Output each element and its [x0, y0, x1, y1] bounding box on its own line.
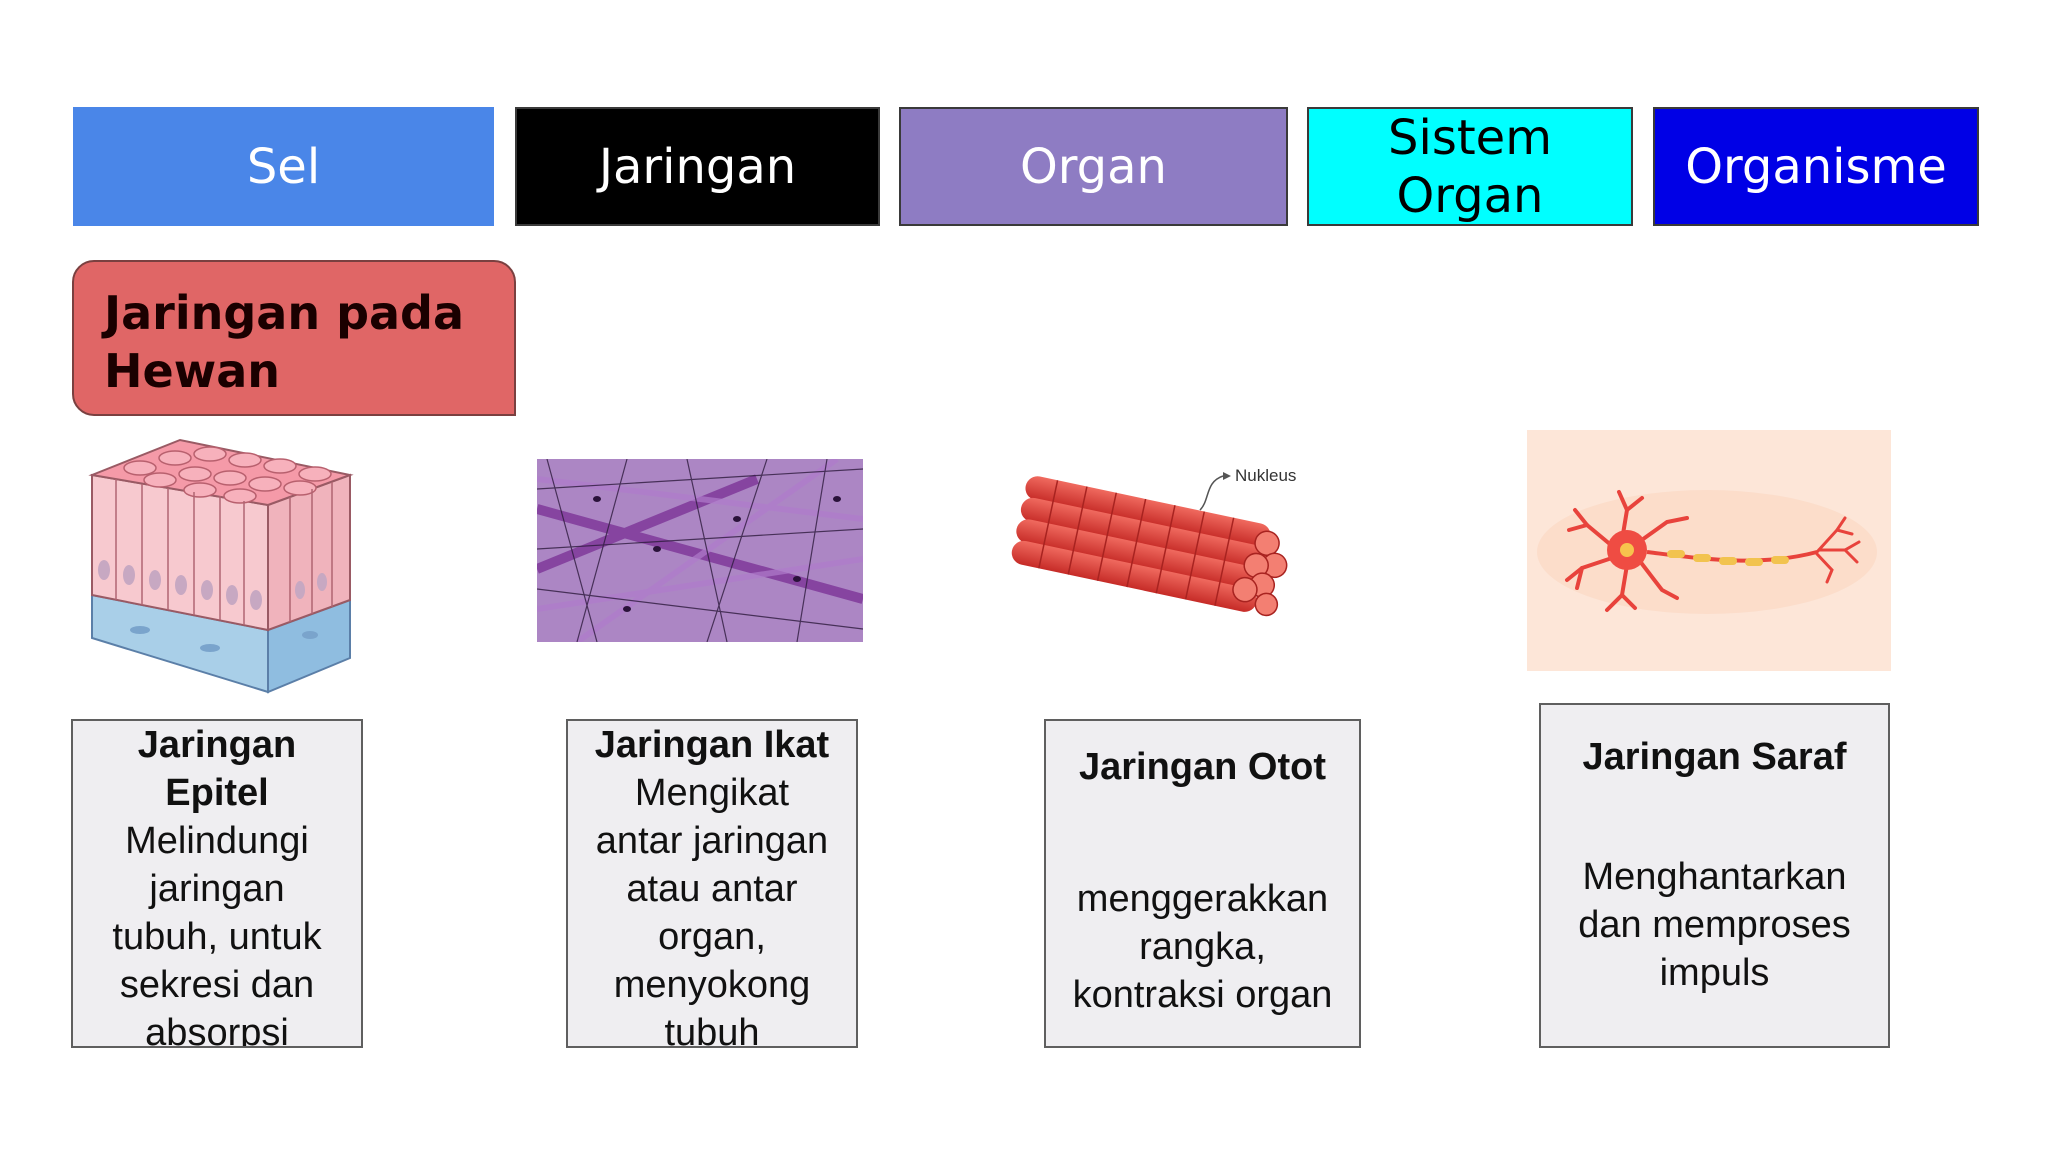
tissue-title: Jaringan Saraf — [1582, 736, 1847, 778]
tissue-desc-line: atau antar — [626, 868, 798, 910]
tissue-desc-line: antar jaringan — [595, 820, 829, 862]
connective-tissue-illustration — [537, 459, 863, 642]
level-box-sel[interactable]: Sel — [73, 107, 494, 226]
tissue-desc: menggerakkan rangka, kontraksi organ — [1046, 875, 1359, 1019]
tissue-desc-line: absorpsi — [145, 1012, 289, 1048]
tissue-card-otot: Jaringan Otot menggerakkan rangka, kontr… — [1044, 719, 1361, 1048]
level-label: Jaringan — [598, 138, 797, 195]
level-label-line: Sistem — [1388, 109, 1552, 166]
level-label: Sistem Organ — [1388, 109, 1552, 225]
muscle-tissue-illustration: Nukleus — [1011, 466, 1296, 617]
tissue-desc: Menghantarkan dan memproses impuls — [1541, 853, 1888, 997]
level-label: Sel — [246, 138, 321, 195]
level-label: Organisme — [1685, 138, 1947, 195]
nerve-tissue-illustration — [1527, 430, 1891, 671]
section-heading: Jaringan pada Hewan — [72, 260, 516, 416]
tissue-desc-line: tubuh, untuk — [112, 916, 322, 958]
tissue-desc-line: rangka, — [1139, 926, 1266, 968]
level-box-organ[interactable]: Organ — [899, 107, 1288, 226]
tissue-card-ikat: Jaringan Ikat Mengikat antar jaringan at… — [566, 719, 858, 1048]
tissue-desc-line: sekresi dan — [119, 964, 315, 1006]
level-box-jaringan[interactable]: Jaringan — [515, 107, 880, 226]
tissue-title: Jaringan Ikat — [594, 724, 830, 766]
tissue-card-saraf: Jaringan Saraf Menghantarkan dan mempros… — [1539, 703, 1890, 1048]
level-label-line: Organ — [1396, 167, 1544, 224]
level-label: Organ — [1020, 138, 1167, 195]
tissue-desc-line: tubuh — [664, 1012, 760, 1048]
level-box-organisme[interactable]: Organisme — [1653, 107, 1979, 226]
tissue-desc-line: menyokong — [613, 964, 811, 1006]
heading-line: Hewan — [104, 344, 280, 398]
tissue-desc-line: organ, — [658, 916, 766, 958]
tissue-desc-line: jaringan — [149, 868, 285, 910]
heading-line: Jaringan pada — [104, 286, 465, 340]
level-box-sistem-organ[interactable]: Sistem Organ — [1307, 107, 1633, 226]
tissue-title: Epitel — [165, 772, 269, 814]
epithelial-tissue-illustration — [88, 438, 354, 694]
nucleus-label: Nukleus — [1235, 466, 1296, 485]
tissue-desc-line: menggerakkan — [1076, 878, 1329, 920]
tissue-title: Jaringan Otot — [1078, 746, 1327, 788]
tissue-desc-line: kontraksi organ — [1072, 974, 1333, 1016]
tissue-desc-line: Mengikat — [634, 772, 790, 814]
tissue-desc-line: Menghantarkan — [1582, 856, 1847, 898]
tissue-desc-line: dan memproses — [1578, 904, 1851, 946]
tissue-card-epitel: Jaringan Epitel Melindungi jaringan tubu… — [71, 719, 363, 1048]
tissue-desc-line: Melindungi — [125, 820, 309, 862]
tissue-title: Jaringan — [137, 724, 297, 766]
tissue-desc-line: impuls — [1659, 952, 1770, 994]
